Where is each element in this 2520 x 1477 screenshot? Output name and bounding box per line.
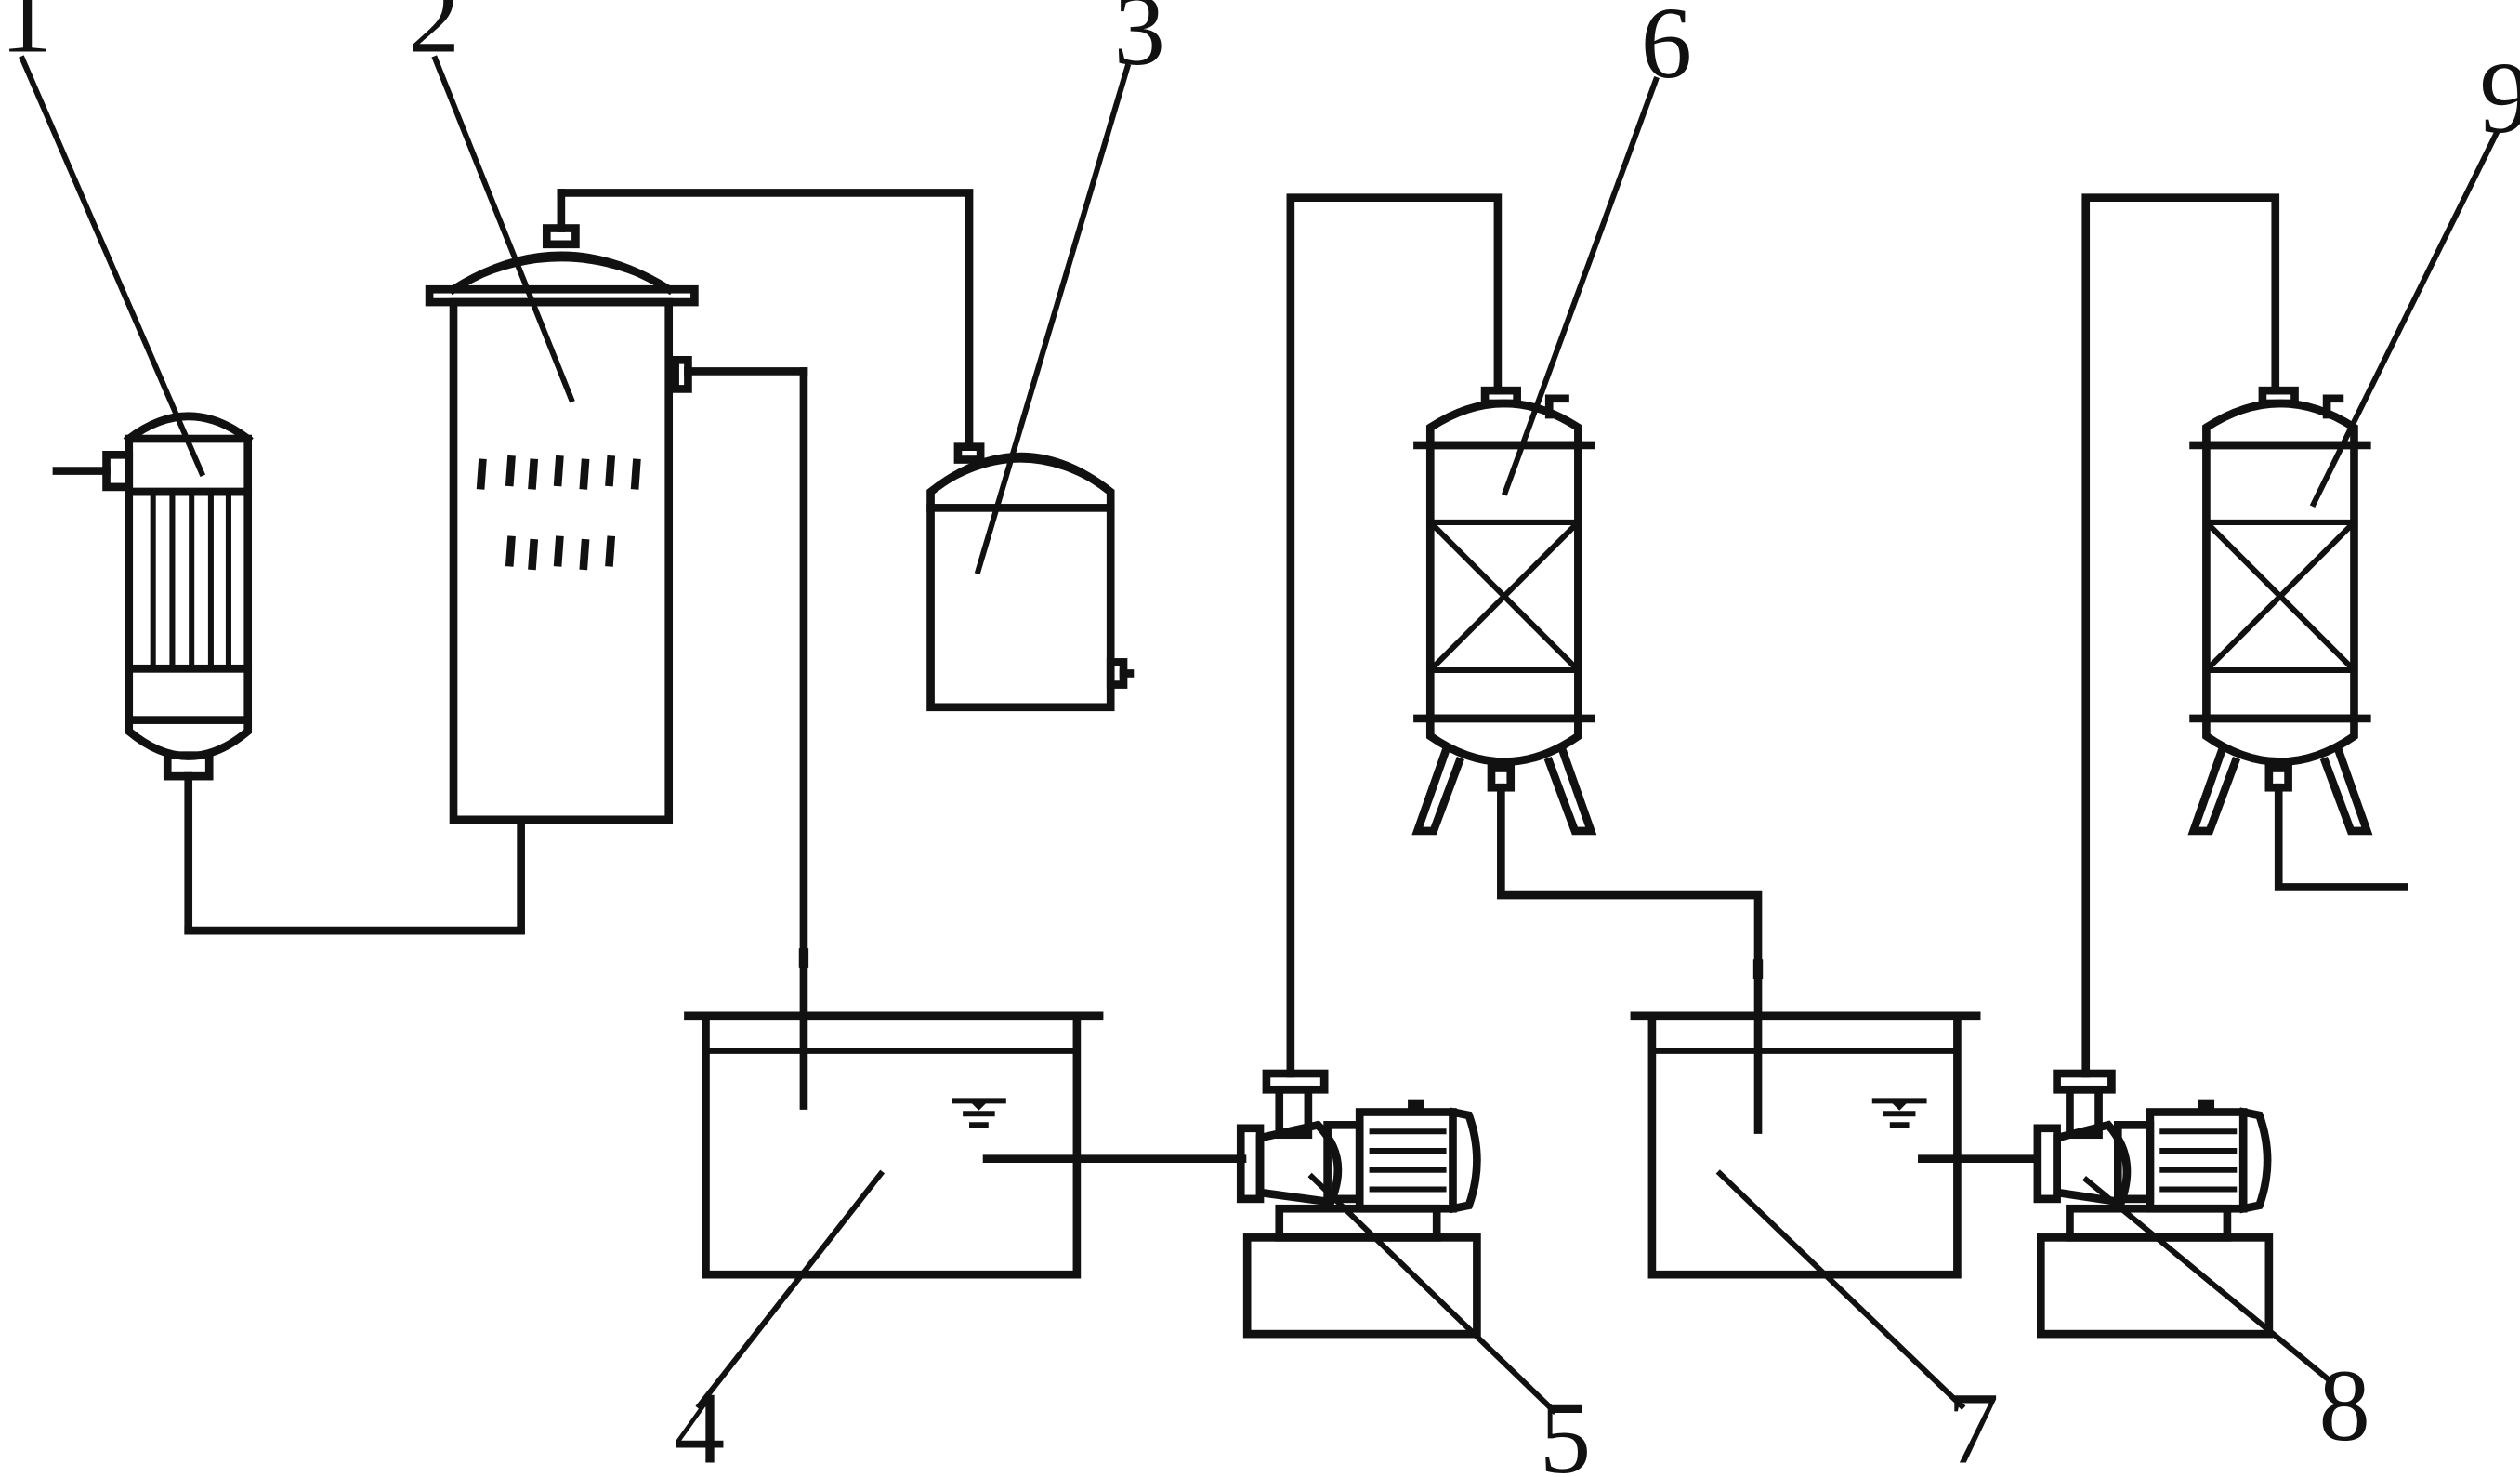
label-7: 7 xyxy=(1948,1370,1999,1477)
pump-5 xyxy=(1236,1069,1481,1339)
filter-column-9 xyxy=(2187,386,2373,836)
open-tank-7 xyxy=(1630,1011,1981,1279)
label-9: 9 xyxy=(2479,40,2520,154)
spray-nozzles xyxy=(476,455,641,571)
pipe-5-to-6 xyxy=(1286,193,1503,1078)
label-5: 5 xyxy=(1540,1380,1591,1477)
pipe-valve-2-4 xyxy=(798,948,809,968)
tank-3 xyxy=(926,442,1135,712)
filter-column-6 xyxy=(1411,386,1597,836)
pump-8 xyxy=(2033,1069,2274,1339)
heat-exchanger-1 xyxy=(52,412,254,935)
pipe-9-outlet xyxy=(2274,783,2408,891)
water-level-icon xyxy=(952,1098,1006,1128)
label-3: 3 xyxy=(1114,0,1165,86)
pipe-valve-6-7 xyxy=(1752,959,1764,979)
open-tank-4 xyxy=(684,1011,1104,1279)
tank-2 xyxy=(425,189,808,824)
leader-lines xyxy=(19,55,2500,1416)
label-6: 6 xyxy=(1641,0,1692,99)
label-4: 4 xyxy=(674,1370,725,1477)
pipe-6-to-7 xyxy=(1497,783,1763,1134)
water-level-icon xyxy=(1871,1098,1927,1128)
pipe-1-to-2 xyxy=(184,815,525,935)
label-2: 2 xyxy=(409,0,460,73)
pipe-8-to-9 xyxy=(2081,193,2280,1078)
label-8: 8 xyxy=(2318,1348,2369,1462)
label-1: 1 xyxy=(0,0,51,73)
pipe-2-to-3 xyxy=(557,189,974,451)
